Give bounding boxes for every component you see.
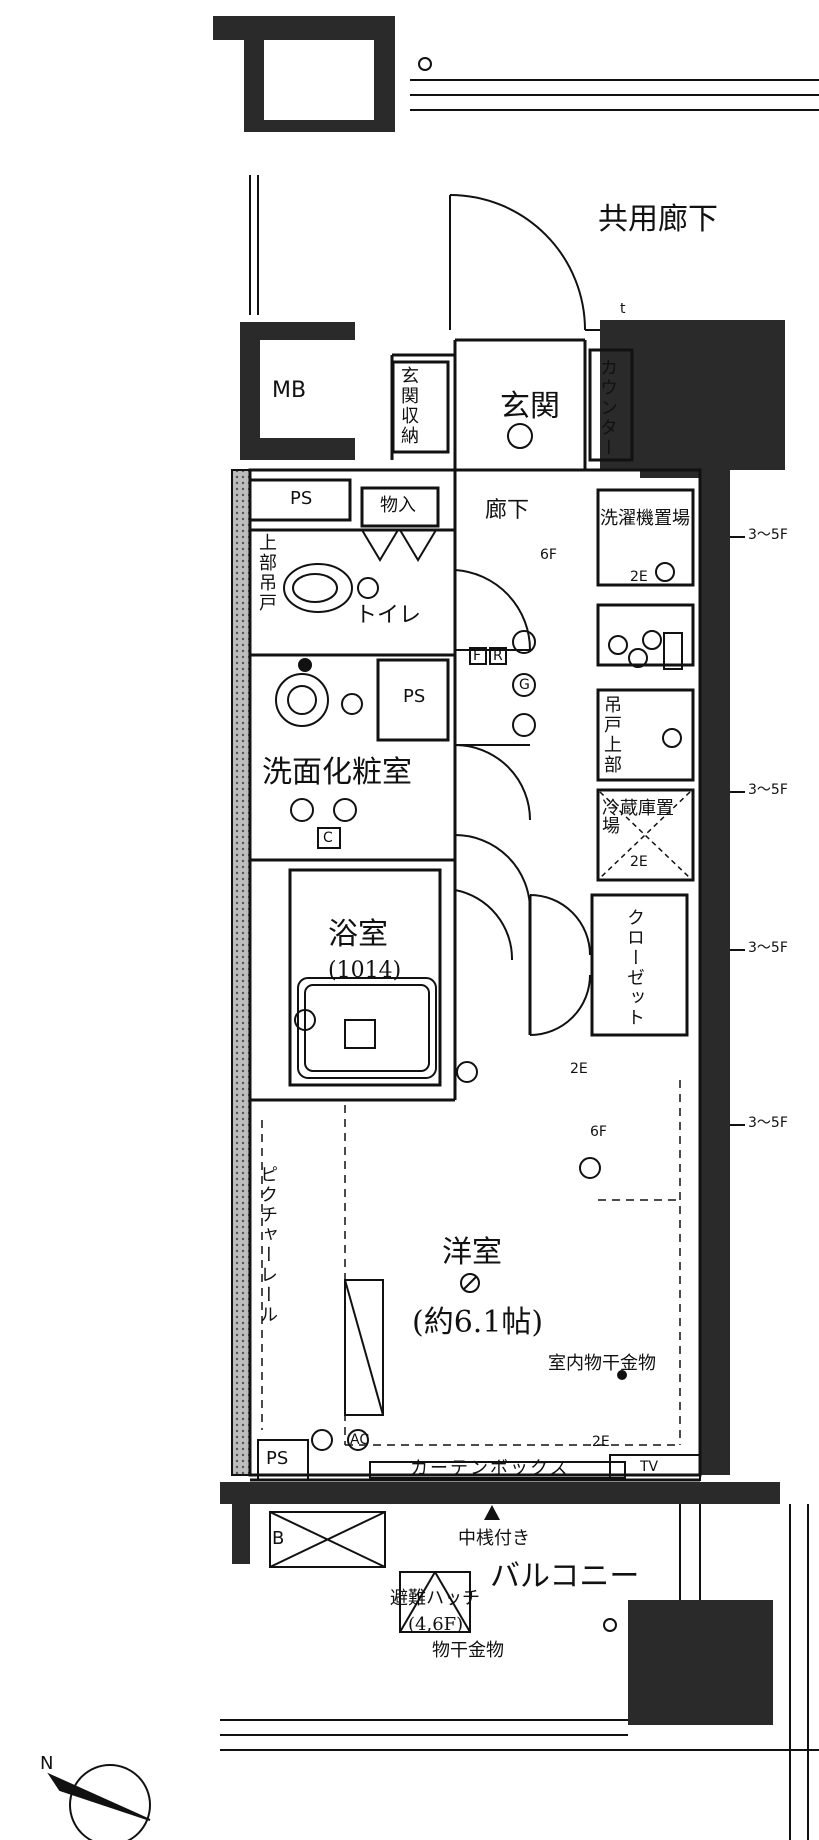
label-bathroom: 浴室 <box>328 917 388 952</box>
wall-left-exterior <box>231 469 251 1476</box>
label-2e-d: 2E <box>592 1434 610 1450</box>
label-toilet: トイレ <box>355 603 422 628</box>
mb-block <box>240 322 355 460</box>
storage-doors <box>361 529 437 562</box>
label-curtain-box: カーテンボックス <box>410 1458 570 1479</box>
label-balcony: バルコニー <box>490 1559 640 1594</box>
balcony <box>220 1482 819 1840</box>
label-symbol-tv: TV <box>640 1459 659 1475</box>
label-common-corridor: 共用廊下 <box>598 202 718 237</box>
bathtub <box>294 977 478 1083</box>
label-6f-a: 6F <box>540 547 557 563</box>
label-hall: 廊下 <box>485 498 530 523</box>
label-entrance: 玄関 <box>500 389 560 424</box>
label-mb: MB <box>272 378 307 403</box>
ps-bottom-box <box>257 1439 309 1481</box>
label-floors-1: 3～5F <box>748 527 788 543</box>
label-indoor-drying: 室内物干金物 <box>548 1353 656 1374</box>
label-floors-4: 3～5F <box>748 1115 788 1131</box>
label-drying-hardware: 物干金物 <box>432 1640 504 1661</box>
label-symbol-g: G <box>519 677 530 693</box>
label-picture-rail: ピクチャーレール <box>257 1165 278 1325</box>
fridge-cross <box>599 791 691 879</box>
label-entrance-storage: 玄関収納 <box>398 366 419 446</box>
curtain-box <box>369 1454 701 1481</box>
western-room-items <box>311 1157 627 1451</box>
label-evac-hatch: 避難ハッチ <box>390 1588 480 1609</box>
closet-doors <box>529 894 591 1036</box>
label-compass-n: N <box>40 1753 54 1774</box>
label-western-room-size: (約6.1帖) <box>412 1305 544 1340</box>
railing-top <box>410 79 819 111</box>
window-left-top <box>249 175 259 315</box>
washbasin <box>275 658 363 727</box>
label-hanging-cabinet-toilet: 上部吊戸 <box>256 533 277 613</box>
stove <box>608 562 683 748</box>
compass-icon <box>47 1764 151 1840</box>
label-fridge-space: 冷蔵庫置場 <box>602 798 674 837</box>
wall-right-exterior <box>700 470 730 1475</box>
label-counter: カウンター <box>597 358 618 458</box>
label-floors-2: 3～5F <box>748 782 788 798</box>
hall-fixtures <box>454 423 536 961</box>
interior-walls <box>248 338 702 1482</box>
label-ps-bottom: PS <box>266 1448 289 1469</box>
pillar-marker <box>418 57 432 71</box>
label-2e-b: 2E <box>630 854 648 870</box>
toilet-fixture <box>283 563 532 651</box>
label-symbol-f: F <box>473 648 482 664</box>
label-storage: 物入 <box>380 495 416 516</box>
label-box-b: B <box>272 1528 285 1549</box>
label-ps-top: PS <box>290 488 313 509</box>
label-6f-b: 6F <box>590 1124 607 1140</box>
label-mullion-note: 中桟付き <box>458 1528 530 1549</box>
wall-right-entrance <box>600 320 785 478</box>
label-symbol-c: C <box>323 830 333 846</box>
label-evac-hatch-floors: (4,6F) <box>408 1614 464 1635</box>
wall-top-left <box>213 16 395 132</box>
label-ps-mid: PS <box>403 686 426 707</box>
label-symbol-r: R <box>493 648 503 664</box>
label-floors-3: 3～5F <box>748 940 788 956</box>
label-symbol-t: t <box>620 301 626 317</box>
label-washer-space: 洗濯機置場 <box>600 508 690 529</box>
entrance-door <box>449 194 600 331</box>
label-2e-c: 2E <box>570 1061 588 1077</box>
label-hanging-cabinet-kitchen: 吊戸上部 <box>601 695 622 775</box>
label-closet: クローゼット <box>624 908 645 1028</box>
label-washroom: 洗面化粧室 <box>262 755 412 790</box>
label-2e-a: 2E <box>630 569 648 585</box>
label-symbol-ac: AC <box>350 1432 370 1448</box>
washroom-fixtures <box>290 744 531 911</box>
floor-ticks <box>730 536 745 1126</box>
label-bathroom-size: (1014) <box>328 958 402 983</box>
label-western-room: 洋室 <box>442 1235 502 1270</box>
